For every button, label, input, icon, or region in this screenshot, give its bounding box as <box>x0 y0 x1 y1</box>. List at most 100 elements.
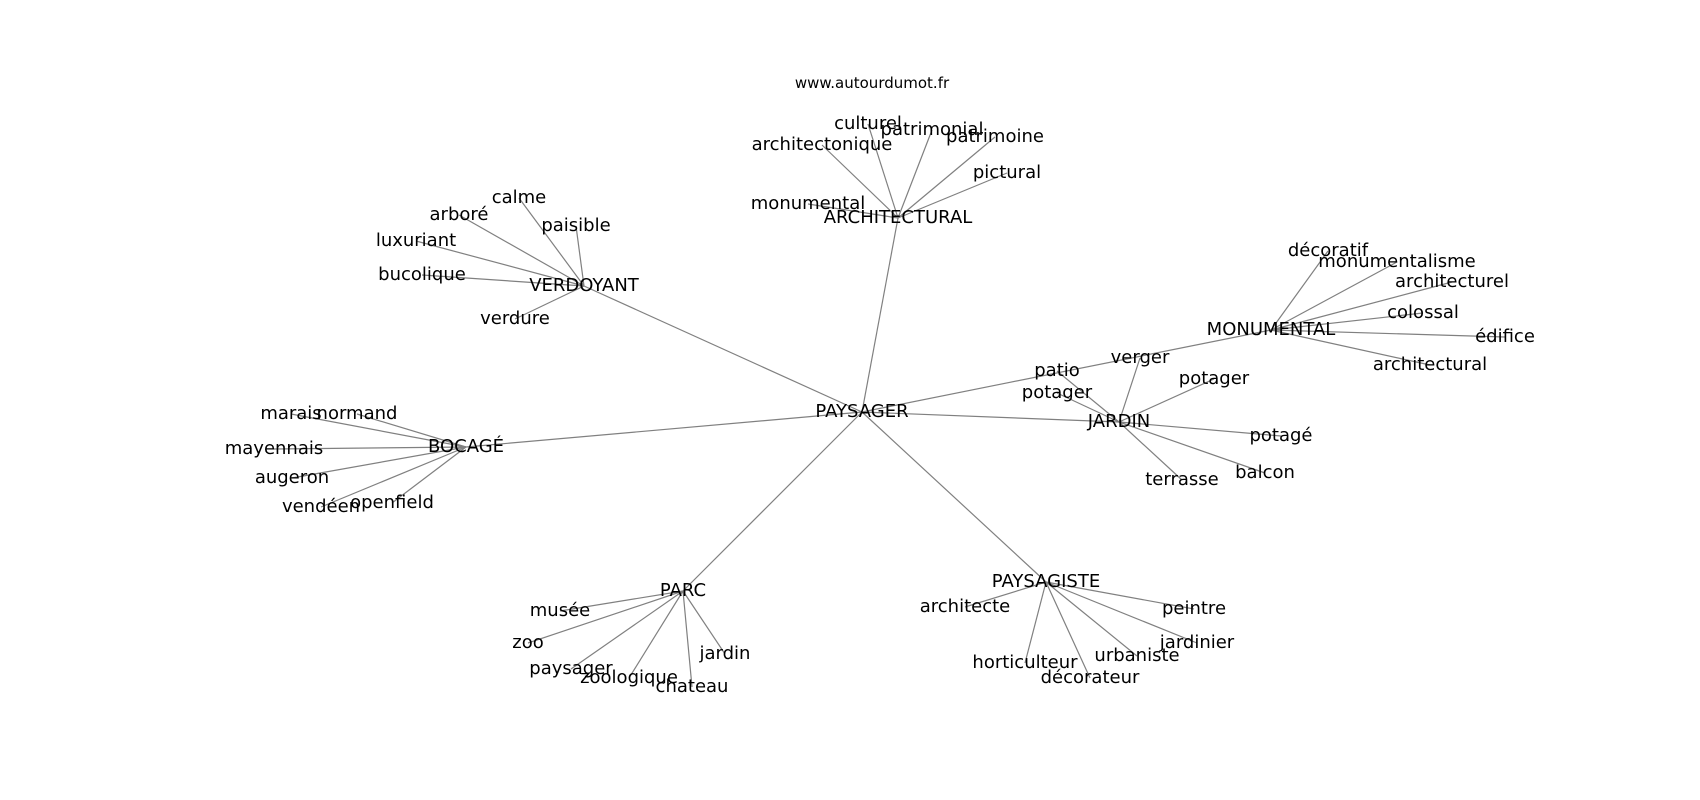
related-word[interactable]: peintre <box>1162 598 1226 619</box>
related-word[interactable]: culturel <box>834 113 902 134</box>
related-word[interactable]: zoo <box>512 632 543 653</box>
hub-word[interactable]: VERDOYANT <box>529 275 640 296</box>
edge-hub-to-word <box>1024 581 1047 664</box>
related-word[interactable]: balcon <box>1235 462 1295 483</box>
edge-hub-to-word <box>1270 250 1329 331</box>
related-word[interactable]: verdure <box>480 308 550 329</box>
center-word[interactable]: PAYSAGER <box>815 401 908 422</box>
edge-hub-to-word <box>682 590 726 655</box>
related-word[interactable]: potagé <box>1249 425 1312 446</box>
related-word[interactable]: patrimonial <box>881 119 984 140</box>
related-word[interactable]: décorateur <box>1041 667 1140 688</box>
related-word[interactable]: terrasse <box>1145 469 1218 490</box>
graph-labels: www.autourdumot.fr PAYSAGER ARCHITECTURAL… <box>225 74 1535 697</box>
edge-hub-to-word <box>320 446 467 508</box>
related-word[interactable]: verger <box>1111 347 1170 368</box>
related-word[interactable]: zoologique <box>580 667 678 688</box>
hub-word[interactable]: JARDIN <box>1087 411 1150 432</box>
related-word[interactable]: patio <box>1034 360 1080 381</box>
related-word[interactable]: pictural <box>973 162 1041 183</box>
related-word[interactable]: patrimoine <box>946 126 1044 147</box>
related-word[interactable]: architectonique <box>752 134 893 155</box>
edge-hub-to-word <box>867 123 899 219</box>
edge-center-to-hub <box>465 411 863 448</box>
edge-hub-to-word <box>1270 312 1424 331</box>
edge-hub-to-word <box>421 274 585 287</box>
edge-hub-to-word <box>964 581 1047 608</box>
related-word[interactable]: chateau <box>656 676 729 697</box>
edge-hub-to-word <box>897 172 1008 219</box>
edge-center-to-hub <box>583 285 863 413</box>
related-word[interactable]: luxuriant <box>376 230 456 251</box>
edge-hub-to-word <box>415 240 585 287</box>
related-word[interactable]: vendéen <box>282 496 360 517</box>
edge-hub-to-word <box>1045 581 1138 657</box>
related-word[interactable]: bucolique <box>378 264 466 285</box>
related-word[interactable]: monumental <box>751 193 865 214</box>
edge-hub-to-word <box>291 446 467 479</box>
edge-hub-to-word <box>821 144 899 219</box>
source-credit: www.autourdumot.fr <box>795 74 950 92</box>
edge-hub-to-word <box>458 214 585 287</box>
edge-hub-to-word <box>514 285 585 320</box>
related-word[interactable]: calme <box>492 187 547 208</box>
edge-hub-to-word <box>1270 329 1506 338</box>
edge-hub-to-word <box>682 590 693 688</box>
edge-hub-to-word <box>527 590 684 644</box>
related-word[interactable]: mayennais <box>225 438 324 459</box>
edge-hub-to-word <box>897 129 933 219</box>
edge-hub-to-word <box>290 413 467 448</box>
edge-center-to-hub <box>861 329 1272 413</box>
related-word[interactable]: horticulteur <box>972 652 1078 673</box>
edge-center-to-hub <box>861 217 899 413</box>
edge-hub-to-word <box>1045 581 1195 610</box>
hub-word[interactable]: MONUMENTAL <box>1207 319 1336 340</box>
related-word[interactable]: augeron <box>255 467 329 488</box>
related-word[interactable]: architecte <box>920 596 1011 617</box>
edge-hub-to-word <box>1045 581 1091 679</box>
edge-hub-to-word <box>628 590 684 679</box>
edge-hub-to-word <box>1056 392 1120 423</box>
hub-word[interactable]: ARCHITECTURAL <box>824 207 973 228</box>
edge-hub-to-word <box>356 413 467 448</box>
edge-hub-to-word <box>1118 421 1282 437</box>
hub-word[interactable]: PAYSAGISTE <box>992 571 1100 592</box>
related-word[interactable]: édifice <box>1475 326 1535 347</box>
related-word[interactable]: marais <box>260 403 321 424</box>
edge-center-to-hub <box>861 411 1047 583</box>
hub-word[interactable]: PARC <box>660 580 706 601</box>
edge-center-to-hub <box>682 411 863 592</box>
related-word[interactable]: architectural <box>1373 354 1487 375</box>
graph-edges <box>273 123 1506 688</box>
related-word[interactable]: paysager <box>529 658 613 679</box>
edge-hub-to-word <box>1118 378 1215 423</box>
related-word[interactable]: normand <box>317 403 398 424</box>
edge-hub-to-word <box>1270 261 1398 331</box>
related-word[interactable]: monumentalisme <box>1318 251 1475 272</box>
edge-hub-to-word <box>570 590 684 670</box>
edge-hub-to-word <box>1118 357 1141 423</box>
edge-hub-to-word <box>897 136 996 219</box>
related-word[interactable]: colossal <box>1387 302 1459 323</box>
related-word[interactable]: urbaniste <box>1094 645 1179 666</box>
edge-hub-to-word <box>1045 581 1198 644</box>
related-word[interactable]: jardinier <box>1159 632 1235 653</box>
related-word[interactable]: openfield <box>350 492 434 513</box>
related-word[interactable]: potager <box>1022 382 1093 403</box>
hub-word[interactable]: BOCAGÉ <box>428 435 504 457</box>
related-word[interactable]: jardin <box>699 643 751 664</box>
related-word[interactable]: potager <box>1179 368 1250 389</box>
related-word[interactable]: architecturel <box>1395 271 1509 292</box>
edge-center-to-hub <box>861 411 1120 423</box>
related-word[interactable]: décoratif <box>1288 240 1369 261</box>
edge-hub-to-word <box>1118 421 1266 474</box>
related-word[interactable]: arboré <box>430 204 489 225</box>
related-word[interactable]: paisible <box>541 215 610 236</box>
edge-hub-to-word <box>559 590 684 612</box>
edge-hub-to-word <box>1270 281 1453 331</box>
related-word[interactable]: musée <box>530 600 590 621</box>
edge-hub-to-word <box>391 446 467 504</box>
edge-hub-to-word <box>1056 370 1120 423</box>
edge-hub-to-word <box>518 197 585 287</box>
